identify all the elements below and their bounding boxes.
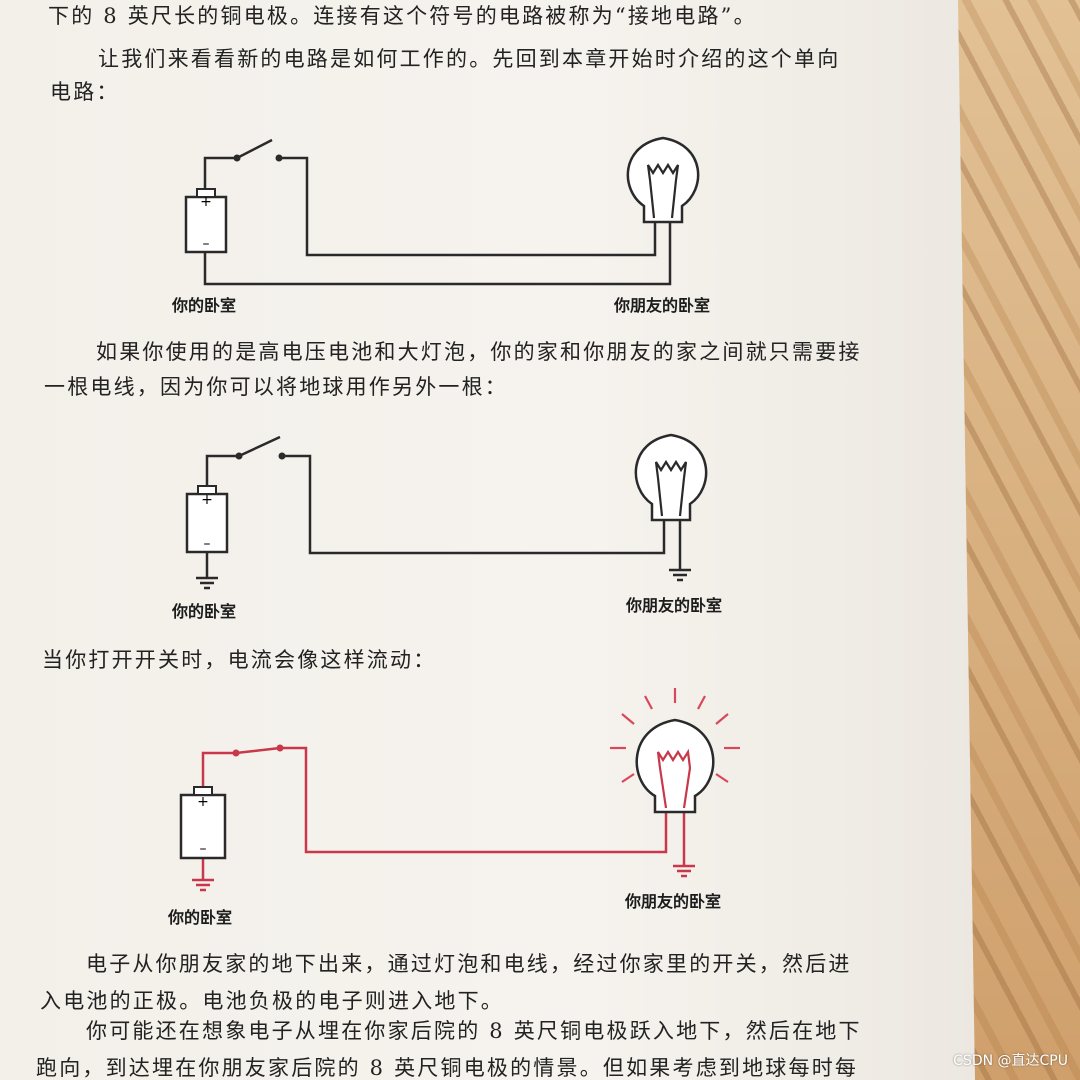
circuit-two-wires	[205, 435, 682, 578]
switch-contact	[233, 154, 241, 162]
battery-plus-symbol: +	[200, 194, 212, 210]
lightbulb-icon	[626, 136, 700, 224]
paragraph-line: 当你打开开关时，电流会像这样流动：	[42, 648, 437, 672]
battery-plus-symbol: +	[201, 492, 213, 508]
paragraph-line: 你可能还在想象电子从埋在你家后院的 8 英尺铜电极跃入地下，然后在地下	[86, 1019, 862, 1043]
paragraph-line: 入电池的正极。电池负极的电子则进入地下。	[40, 989, 504, 1013]
circuit-one-wires	[203, 138, 672, 286]
ground-symbol-icon	[669, 568, 691, 582]
battery-minus-symbol: –	[204, 536, 211, 552]
paragraph-line: 电路：	[50, 80, 120, 104]
switch-contact	[275, 154, 283, 162]
circuit-three-wires	[201, 746, 686, 880]
battery-minus-symbol: –	[200, 841, 207, 857]
paragraph-line: 让我们来看看新的电路是如何工作的。先回到本章开始时介绍的这个单向	[98, 47, 841, 71]
paragraph-line: 电子从你朋友家的地下出来，通过灯泡和电线，经过你家里的开关，然后进	[86, 952, 852, 976]
watermark: CSDN @直达CPU	[953, 1053, 1068, 1069]
lightbulb-icon	[634, 433, 708, 522]
ground-symbol-icon	[196, 576, 218, 590]
lightbulb-icon	[635, 718, 715, 814]
ground-symbol-icon	[192, 878, 214, 892]
diagram-label-your-bedroom: 你的卧室	[172, 296, 237, 315]
diagram-label-friend-bedroom: 你朋友的卧室	[625, 892, 722, 911]
diagram-label-friend-bedroom: 你朋友的卧室	[614, 296, 711, 315]
paragraph-line: 下的 8 英尺长的铜电极。连接有这个符号的电路被称为“接地电路”。	[48, 4, 757, 28]
book-page	[0, 0, 975, 1080]
battery-plus-symbol: +	[197, 794, 209, 810]
glow-rays-icon	[610, 688, 740, 783]
battery-minus-symbol: –	[203, 236, 210, 252]
diagram-label-your-bedroom: 你的卧室	[168, 908, 233, 927]
paragraph-line: 一根电线，因为你可以将地球用作另外一根：	[44, 375, 508, 399]
paragraph-line: 跑向，到达埋在你朋友家后院的 8 英尺铜电极的情景。但如果考虑到地球每时每	[36, 1056, 859, 1080]
battery-icon	[184, 195, 228, 254]
battery-icon	[179, 793, 227, 860]
diagram-label-your-bedroom: 你的卧室	[172, 602, 237, 621]
diagram-label-friend-bedroom: 你朋友的卧室	[626, 596, 723, 615]
paragraph-line: 如果你使用的是高电压电池和大灯泡，你的家和你朋友的家之间就只需要接	[96, 340, 862, 364]
ground-symbol-icon	[673, 864, 695, 878]
